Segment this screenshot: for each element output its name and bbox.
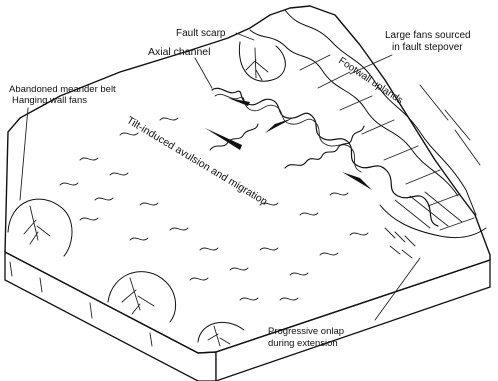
label-tilt-avulsion: Tilt-induced avulsion and migration — [124, 114, 269, 208]
label-axial-channel: Axial channel — [148, 46, 210, 58]
label-abandoned-meander: Abandoned meander belt — [9, 84, 116, 95]
leader-hanging-wall-fans — [20, 108, 28, 200]
hanging-wall-fan-3 — [198, 322, 244, 346]
arrow-4 — [265, 118, 293, 133]
label-onlap-line1: Progressive onlap — [268, 326, 344, 337]
leader-axial-channel — [195, 58, 212, 88]
label-large-fans-line1: Large fans sourced — [385, 30, 471, 41]
axial-channel — [212, 88, 438, 226]
label-fault-scarp: Fault scarp — [176, 28, 226, 39]
axial-channel-bank — [215, 94, 361, 172]
label-large-fans-line2: in fault stepover — [392, 42, 463, 53]
fault-scarp-fan — [239, 42, 285, 81]
label-hanging-wall-fans: Hanging wall fans — [12, 95, 87, 106]
arrow-1 — [228, 98, 250, 106]
front-face — [5, 252, 216, 381]
label-onlap-line2: during extension — [268, 338, 338, 349]
avulsion-channel — [285, 126, 364, 168]
abandoned-channels — [60, 118, 368, 300]
stepover-fans — [380, 192, 486, 258]
right-face — [216, 260, 490, 381]
arrow-3 — [342, 172, 372, 190]
hanging-wall-fan-1 — [8, 199, 72, 256]
label-footwall-uplands: Footwall uplands — [336, 55, 404, 106]
leader-fault-scarp — [236, 33, 254, 40]
